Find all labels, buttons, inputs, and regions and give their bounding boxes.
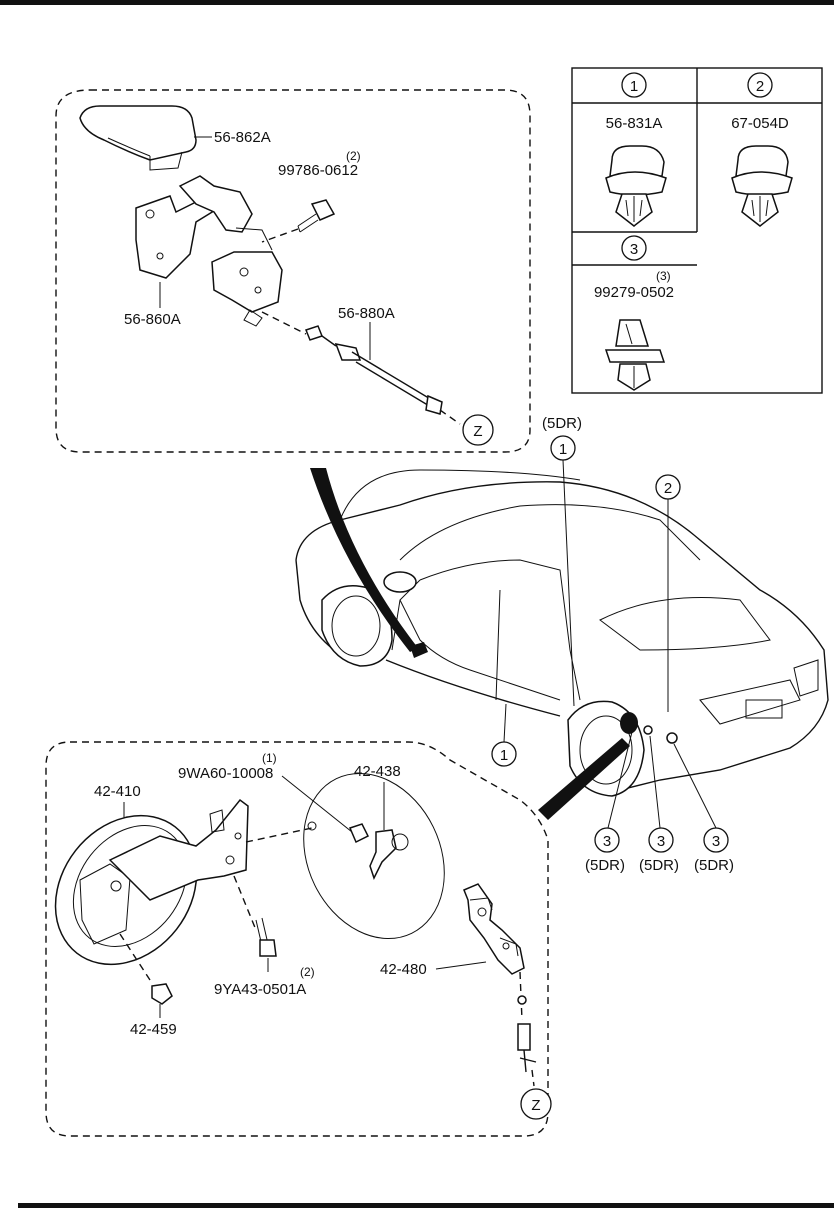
ref3-a-circle — [594, 827, 620, 853]
clip-table-ref2-circle — [747, 72, 773, 98]
clip-table-ref2-label: 2 — [756, 78, 764, 95]
opener-cable-drawing — [261, 311, 461, 425]
lid-hinge-drawing — [108, 798, 249, 901]
ref-z-bottom-circle — [520, 1088, 552, 1120]
ref3-a-label: 3 — [603, 833, 611, 850]
ref1-top-label: 1 — [559, 441, 567, 458]
part-label-56-880a: 56-880A — [338, 305, 395, 322]
bottom-inset-group: 42-410 (1) 9WA60-10008 — [45, 741, 552, 1137]
clip-67-054d-drawing — [731, 145, 793, 227]
fuel-lid-drawing — [54, 814, 198, 966]
bottom-border-rule — [18, 1203, 834, 1208]
lock-actuator-drawing — [463, 883, 525, 975]
fuel-door-marker — [620, 712, 638, 734]
top-inset-dashed-frame — [55, 89, 531, 453]
ref1-bottom-label: 1 — [500, 747, 508, 764]
ref-z-top-label: Z — [473, 423, 482, 440]
clip-part-56-831a: 56-831A — [606, 115, 663, 132]
clip-99279-0502-drawing — [604, 319, 666, 391]
callout-5dr-top: (5DR) — [542, 415, 582, 432]
ref3-b-circle — [648, 827, 674, 853]
part-label-42-459: 42-459 — [130, 1021, 177, 1038]
leader-arrow-top — [310, 468, 418, 652]
ref3-c-label: 3 — [712, 833, 720, 850]
part-qty-99786: (2) — [346, 149, 361, 163]
top-inset-group: 56-862A (2) 99786-0612 56-860A 56-880A — [55, 89, 531, 453]
lid-housing-drawing — [303, 772, 445, 940]
part-qty-9ya43: (2) — [300, 965, 315, 979]
bolt-drawing — [261, 199, 336, 243]
part-label-42-438: 42-438 — [354, 763, 401, 780]
vehicle-drawing — [295, 468, 829, 820]
opener-bracket-drawing — [135, 175, 283, 327]
clip-table: 1 2 3 56-831A 67-054D (3) 99279-0502 — [571, 67, 823, 394]
top-border-rule — [0, 0, 834, 5]
opener-knob-drawing — [79, 105, 197, 171]
leader-arrow-bottom — [538, 738, 630, 820]
clip-qty-99279: (3) — [656, 269, 671, 283]
note-5dr-c: (5DR) — [694, 857, 734, 874]
ref-z-bottom-label: Z — [531, 1097, 540, 1114]
note-5dr-b: (5DR) — [639, 857, 679, 874]
part-label-42-480: 42-480 — [380, 961, 427, 978]
clip-table-ref1-label: 1 — [630, 78, 638, 95]
part-label-56-862a: 56-862A — [214, 129, 271, 146]
spring-drawing — [369, 829, 409, 880]
clip-56-831a-drawing — [605, 145, 667, 227]
ref3-c-circle — [703, 827, 729, 853]
ref-z-top-circle — [462, 414, 494, 446]
part-label-9wa60-10008: 9WA60-10008 — [178, 765, 273, 782]
clip-part-67-054d: 67-054D — [731, 115, 789, 132]
note-5dr-a: (5DR) — [585, 857, 625, 874]
part-label-99786-0612: 99786-0612 — [278, 162, 358, 179]
grommet-drawing — [151, 983, 173, 1005]
ref2-label: 2 — [664, 480, 672, 497]
ref3-b-label: 3 — [657, 833, 665, 850]
lid-bolt-drawing — [255, 917, 277, 957]
clip-table-ref1-circle — [621, 72, 647, 98]
part-qty-9wa60: (1) — [262, 751, 277, 765]
part-label-9ya43-0501a: 9YA43-0501A — [214, 981, 306, 998]
part-label-56-860a: 56-860A — [124, 311, 181, 328]
clip-part-99279-0502: 99279-0502 — [594, 284, 674, 301]
clip-table-ref3-label: 3 — [630, 241, 638, 258]
lower-cable-drawing — [517, 971, 537, 1087]
bottom-inset-dashed-frame — [45, 741, 549, 1137]
nut-drawing — [348, 823, 370, 844]
part-label-42-410: 42-410 — [94, 783, 141, 800]
clip-table-ref3-circle — [621, 235, 647, 261]
